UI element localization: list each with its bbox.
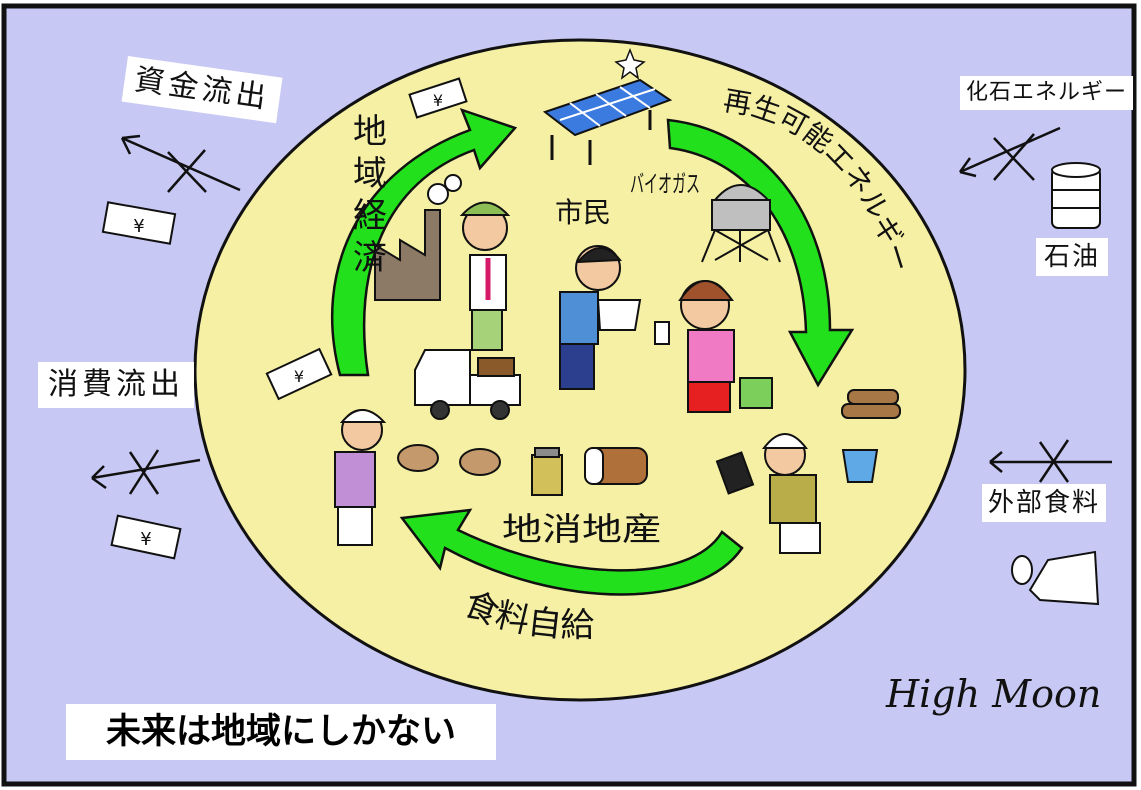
citizens-label: 市民 — [555, 196, 611, 229]
farmer — [715, 433, 821, 554]
fossil-inflow-arrow — [958, 126, 1061, 178]
bucket-icon — [841, 449, 879, 483]
local-economy-char: 済 — [353, 238, 387, 278]
local-production-label: 地消地産 — [502, 510, 662, 548]
elder-buyer — [334, 409, 387, 546]
local-economy-label: 地 域 経 済 — [353, 112, 387, 278]
fossil-energy-text: 化石エネルギー — [966, 80, 1128, 105]
food-arrow — [399, 508, 744, 596]
yen-mark: ¥ — [133, 216, 144, 237]
local-economy-char: 域 — [353, 154, 387, 194]
local-economy-char: 経 — [353, 196, 387, 236]
outflow-arrows — [91, 126, 1112, 495]
headline-text: 未来は地域にしかない — [105, 712, 456, 752]
petroleum-text: 石油 — [1044, 242, 1101, 272]
factory-icon — [374, 174, 462, 301]
fossil-energy-label: 化石エネルギー — [960, 76, 1134, 110]
worker-with-cap — [459, 201, 511, 351]
citizen-man — [559, 245, 642, 390]
signature-text: High Moon — [886, 672, 1102, 716]
artist-signature: High Moon — [886, 672, 1101, 716]
biogas-tank-icon — [701, 184, 781, 263]
citizen-woman — [654, 280, 773, 413]
truck-icon — [414, 349, 521, 420]
petroleum-label: 石油 — [1036, 238, 1109, 276]
yen-mark: ¥ — [140, 529, 151, 550]
biogas-label: バイオガス — [630, 170, 700, 198]
food-bag-icon — [1011, 550, 1100, 606]
biogas-line: バイオガス — [630, 170, 700, 198]
sparrow-icons — [397, 444, 501, 476]
bread-icon — [584, 447, 648, 485]
external-food-label: 外部食料 — [982, 484, 1107, 522]
oil-drum-icon — [1051, 162, 1101, 229]
energy-arrow — [666, 118, 855, 388]
external-food-text: 外部食料 — [988, 488, 1101, 518]
solar-panel-icon — [542, 47, 673, 165]
consumption-outflow-label: 消費流出 — [38, 362, 194, 408]
food-inflow-arrow — [989, 451, 1112, 473]
cycle-arrows — [331, 107, 855, 596]
yen-mark: ¥ — [433, 91, 443, 110]
yen-mark: ¥ — [294, 367, 304, 386]
jar-icon — [531, 447, 563, 496]
local-economy-char: 地 — [353, 112, 387, 152]
yen-bills — [101, 77, 468, 560]
firewood-icon — [841, 389, 901, 419]
economy-arrow — [331, 107, 518, 377]
headline-banner: 未来は地域にしかない — [66, 704, 496, 760]
consumption-outflow-text: 消費流出 — [48, 367, 184, 402]
